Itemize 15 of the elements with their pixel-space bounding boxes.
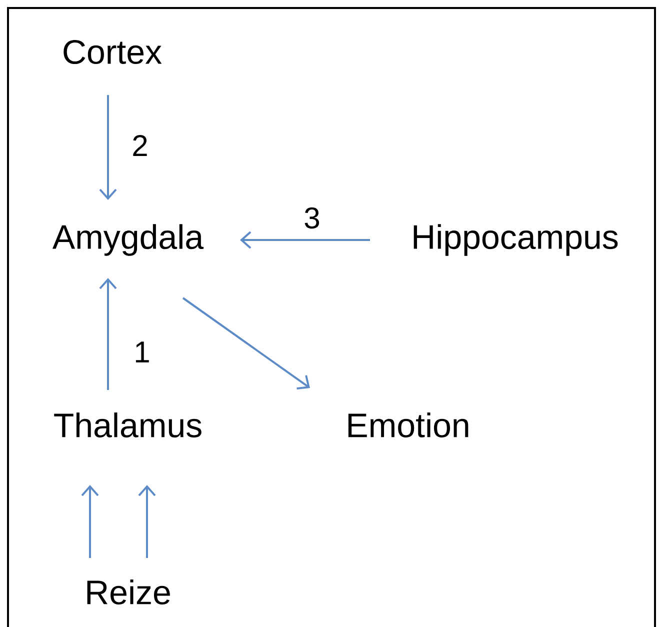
arrow: [99, 278, 117, 390]
arrow: [240, 231, 370, 249]
node-label: Hippocampus: [414, 224, 618, 256]
node-label: Thalamus: [54, 412, 202, 438]
arrow: [81, 485, 99, 558]
edge-label: 2: [133, 135, 147, 156]
node-label: Reize: [87, 580, 170, 604]
arrow: [182, 297, 310, 390]
edge-label: 1: [136, 342, 149, 362]
node-label: Cortex: [64, 40, 162, 64]
arrow: [138, 485, 156, 558]
node-label: Emotion: [348, 412, 468, 438]
node-label: Amygdala: [52, 224, 204, 256]
edge-label: 3: [304, 207, 320, 229]
arrow: [99, 95, 117, 200]
